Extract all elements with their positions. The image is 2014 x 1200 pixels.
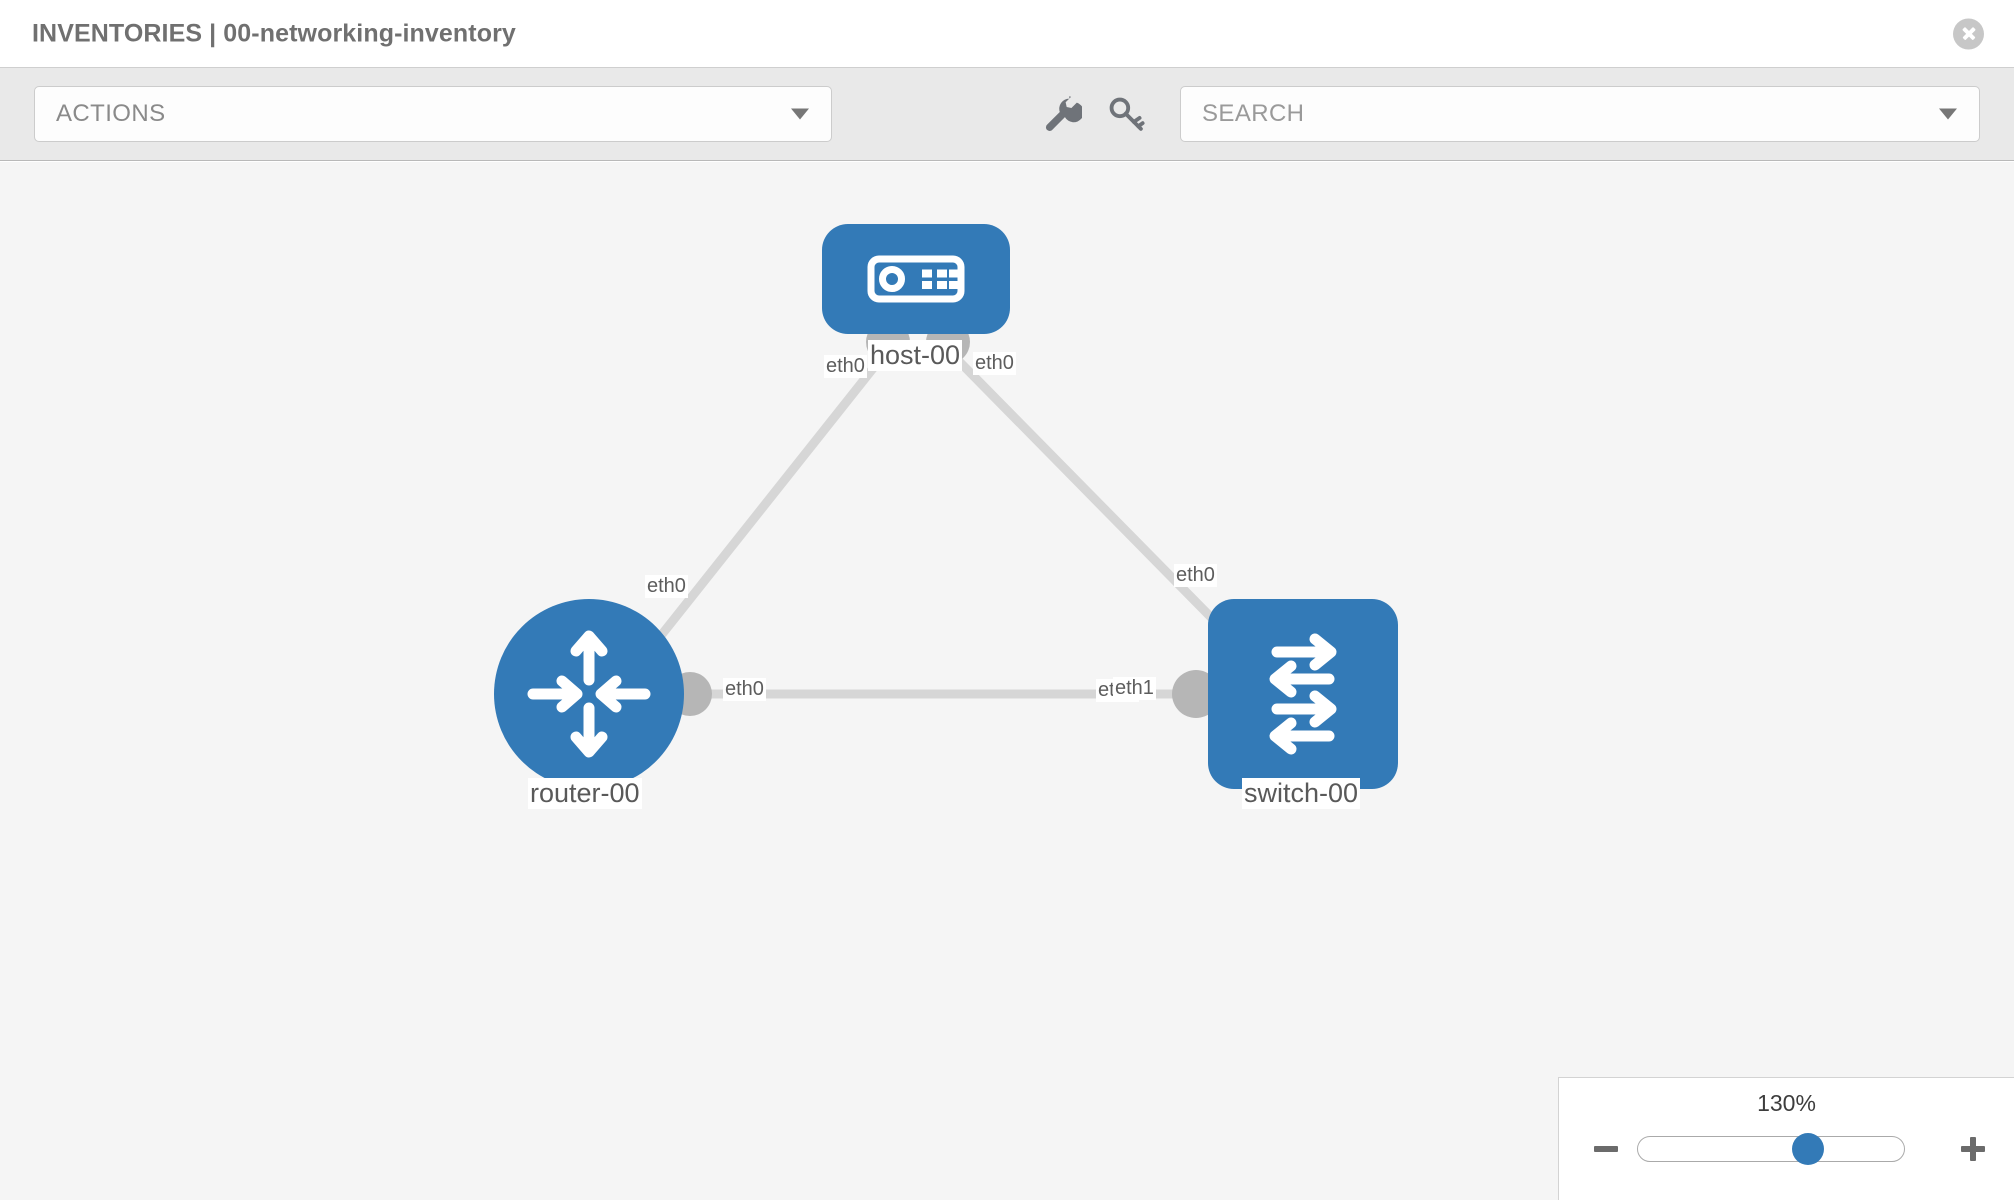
key-icon[interactable] — [1105, 93, 1147, 135]
link-host-router — [636, 344, 894, 665]
topology-links — [636, 343, 1259, 699]
close-icon[interactable] — [1953, 18, 1984, 49]
zoom-slider-handle[interactable] — [1792, 1133, 1825, 1165]
page-header: INVENTORIES | 00-networking-inventory — [0, 0, 2014, 68]
topology-graph — [494, 224, 1398, 789]
zoom-control: 130% — [1558, 1077, 2014, 1200]
node-host-00 — [822, 224, 1010, 334]
zoom-level-value: 130% — [1757, 1090, 1816, 1116]
topology-canvas[interactable]: host-00 router-00 switch-00 eth0 eth0 et… — [0, 162, 2014, 1200]
actions-dropdown[interactable]: ACTIONS — [34, 86, 832, 142]
chevron-down-icon — [1939, 108, 1957, 120]
node-switch-00 — [1208, 599, 1398, 789]
link-host-switch — [941, 343, 1259, 666]
toolbar: ACTIONS SEARCH — [0, 68, 2014, 161]
search-input[interactable]: SEARCH — [1180, 86, 1980, 142]
node-router-00 — [494, 599, 684, 789]
search-placeholder: SEARCH — [1202, 100, 1305, 127]
zoom-out-button[interactable] — [1591, 1134, 1621, 1164]
zoom-slider-track[interactable] — [1637, 1133, 1905, 1165]
zoom-in-button[interactable] — [1958, 1134, 1988, 1164]
wrench-icon[interactable] — [1040, 93, 1082, 135]
page-title: INVENTORIES | 00-networking-inventory — [32, 19, 516, 47]
chevron-down-icon — [791, 108, 809, 120]
actions-dropdown-label: ACTIONS — [56, 100, 166, 127]
